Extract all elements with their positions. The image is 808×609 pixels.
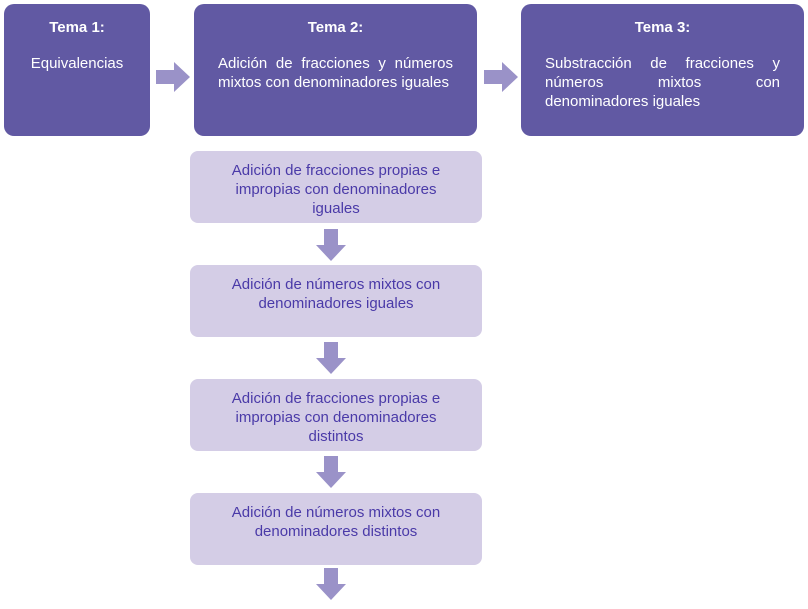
- down-arrow-icon: [316, 456, 346, 488]
- step-box-2: Adición de números mixtos con denominado…: [190, 265, 482, 337]
- step-label: Adición de números mixtos con denominado…: [231, 276, 441, 312]
- step-box-1: Adición de fracciones propias e impropia…: [190, 151, 482, 223]
- topic-box-1: Tema 1: Equivalencias: [4, 4, 150, 136]
- step-label: Adición de fracciones propias e impropia…: [231, 162, 441, 217]
- topic-title: Tema 2:: [307, 19, 364, 36]
- right-arrow-icon: [156, 62, 190, 92]
- topic-body: Substracción de fracciones y números mix…: [545, 55, 780, 110]
- down-arrow-icon: [316, 229, 346, 261]
- topic-body: Equivalencias: [30, 55, 124, 72]
- topic-body: Adición de fracciones y números mixtos c…: [218, 55, 453, 91]
- topic-box-2: Tema 2: Adición de fracciones y números …: [194, 4, 477, 136]
- step-label: Adición de números mixtos con denominado…: [231, 504, 441, 540]
- right-arrow-icon: [484, 62, 518, 92]
- topic-title: Tema 1:: [49, 19, 105, 36]
- down-arrow-icon: [316, 342, 346, 374]
- step-box-4: Adición de números mixtos con denominado…: [190, 493, 482, 565]
- step-box-3: Adición de fracciones propias e impropia…: [190, 379, 482, 451]
- down-arrow-icon: [316, 568, 346, 600]
- topic-box-3: Tema 3: Substracción de fracciones y núm…: [521, 4, 804, 136]
- topic-title: Tema 3:: [634, 19, 691, 36]
- step-label: Adición de fracciones propias e impropia…: [231, 390, 441, 445]
